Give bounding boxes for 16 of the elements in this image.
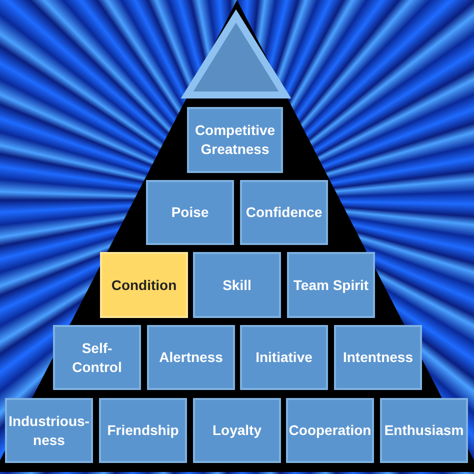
trait-block: Skill: [193, 252, 281, 318]
trait-block: Industrious-ness: [5, 398, 93, 463]
trait-block: Enthusiasm: [380, 398, 468, 463]
trait-block: Intentness: [334, 325, 422, 390]
trait-block: Condition: [100, 252, 188, 318]
trait-block: Friendship: [99, 398, 187, 463]
trait-block: Alertness: [147, 325, 235, 390]
trait-block: Confidence: [240, 180, 328, 245]
trait-block: Self-Control: [53, 325, 141, 390]
triangle-block: [180, 9, 292, 98]
trait-block: Poise: [146, 180, 234, 245]
trait-block: Initiative: [240, 325, 328, 390]
trait-block: Team Spirit: [287, 252, 375, 318]
trait-block: Cooperation: [286, 398, 374, 463]
trait-block: Competitive Greatness: [187, 107, 283, 173]
trait-block: Loyalty: [193, 398, 281, 463]
